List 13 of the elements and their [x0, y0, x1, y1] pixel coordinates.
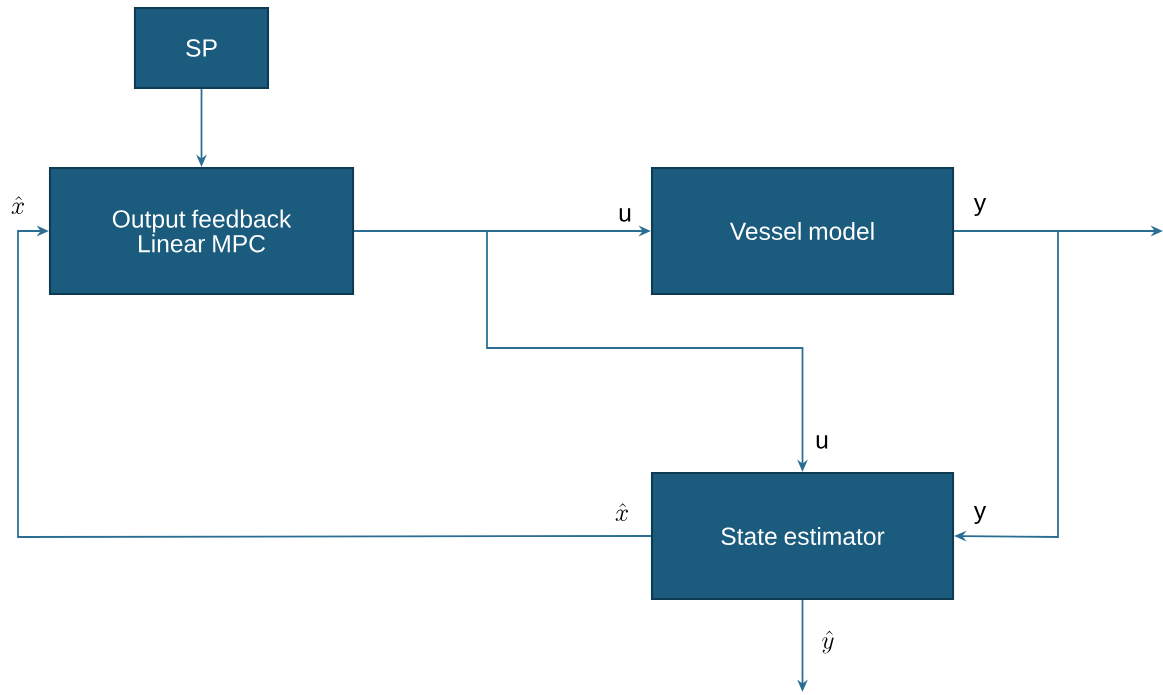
edge-label: u [816, 435, 828, 449]
arrow [17, 225, 652, 538]
edge-label: y [973, 505, 987, 525]
process-box: State estimator [650, 471, 955, 601]
arrow [953, 230, 1059, 542]
process-box: Vessel model [650, 166, 955, 296]
process-box: Output feedback Linear MPC [48, 166, 355, 296]
edge-label: y [973, 197, 987, 217]
edge-label: $\hat{y}$ [822, 630, 834, 654]
edge-label: u [619, 208, 631, 222]
process-box: SP [133, 6, 270, 90]
edge-label: $\hat{x}$ [615, 503, 628, 522]
signal-label: $\hat{x}$ [11, 196, 24, 215]
